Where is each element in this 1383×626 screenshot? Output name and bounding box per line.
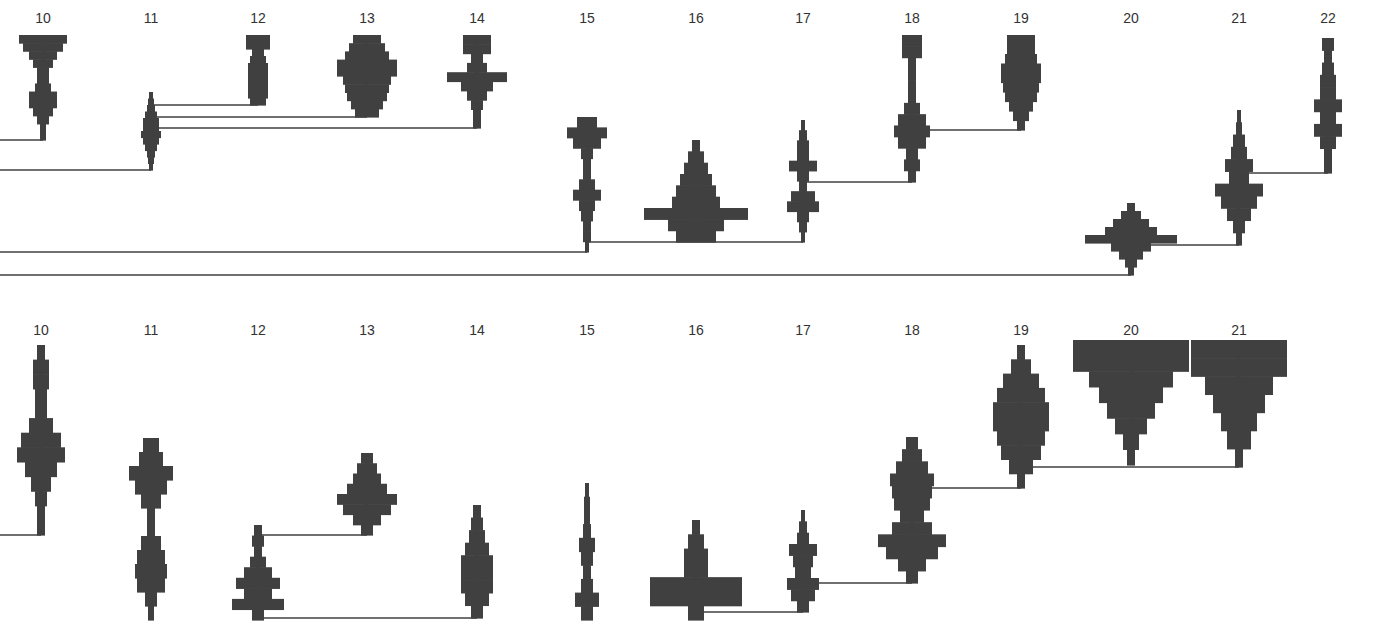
lineage-line xyxy=(1239,172,1328,174)
biomorph xyxy=(461,505,493,619)
lineage-line xyxy=(1021,466,1239,468)
generation-number: 10 xyxy=(33,322,49,338)
lineage-line xyxy=(803,582,912,584)
biomorph xyxy=(1191,340,1287,468)
lineage-line xyxy=(151,116,367,118)
biomorph xyxy=(337,35,397,118)
lineage-line xyxy=(151,127,477,129)
biomorph xyxy=(129,438,173,621)
generation-number: 12 xyxy=(250,322,266,338)
generation-number: 19 xyxy=(1013,322,1029,338)
biomorph xyxy=(787,120,819,243)
lineage-line xyxy=(258,534,367,536)
generation-number: 18 xyxy=(904,10,920,26)
generation-number: 14 xyxy=(469,10,485,26)
biomorph xyxy=(19,35,67,141)
generation-number: 16 xyxy=(688,10,704,26)
generation-number: 11 xyxy=(144,322,159,338)
biomorph xyxy=(1215,110,1263,246)
biomorph xyxy=(1001,35,1041,131)
generation-number: 21 xyxy=(1231,10,1247,26)
generation-number: 17 xyxy=(795,322,811,338)
biomorph xyxy=(567,117,607,253)
generation-number: 17 xyxy=(795,10,811,26)
generation-number: 13 xyxy=(359,10,375,26)
generation-number: 13 xyxy=(359,322,375,338)
generation-number: 20 xyxy=(1123,322,1139,338)
lineage-line xyxy=(696,611,803,613)
lineage-line xyxy=(803,181,912,183)
lineage-line xyxy=(258,617,477,619)
biomorph xyxy=(787,510,819,613)
generation-number: 19 xyxy=(1013,10,1029,26)
biomorph xyxy=(447,35,507,129)
biomorph xyxy=(575,483,599,621)
lineage-line xyxy=(0,251,587,253)
biomorph xyxy=(141,92,161,171)
generation-number: 15 xyxy=(579,10,595,26)
generation-number: 16 xyxy=(688,322,704,338)
generation-number: 18 xyxy=(904,322,920,338)
biomorph xyxy=(1073,340,1189,466)
biomorph xyxy=(232,525,284,621)
lineage-line xyxy=(0,274,1131,276)
lineage-line xyxy=(0,534,41,536)
biomorph xyxy=(246,35,270,106)
biomorph xyxy=(1085,203,1177,276)
generation-number: 12 xyxy=(250,10,266,26)
biomorph xyxy=(337,453,397,536)
biomorph xyxy=(1314,38,1342,174)
biomorph xyxy=(878,437,946,584)
generation-number: 11 xyxy=(144,10,159,26)
biomorph xyxy=(17,345,65,536)
generation-number: 21 xyxy=(1231,322,1247,338)
biomorph xyxy=(650,520,742,621)
generation-number: 22 xyxy=(1320,10,1336,26)
lineage-line xyxy=(0,139,43,141)
generation-number: 10 xyxy=(35,10,51,26)
biomorph xyxy=(894,35,930,183)
lineage-line xyxy=(0,169,151,171)
generation-number: 15 xyxy=(579,322,595,338)
generation-number: 14 xyxy=(469,322,485,338)
biomorph xyxy=(993,345,1049,489)
lineage-line xyxy=(151,104,258,106)
biomorph xyxy=(644,140,748,243)
generation-number: 20 xyxy=(1123,10,1139,26)
